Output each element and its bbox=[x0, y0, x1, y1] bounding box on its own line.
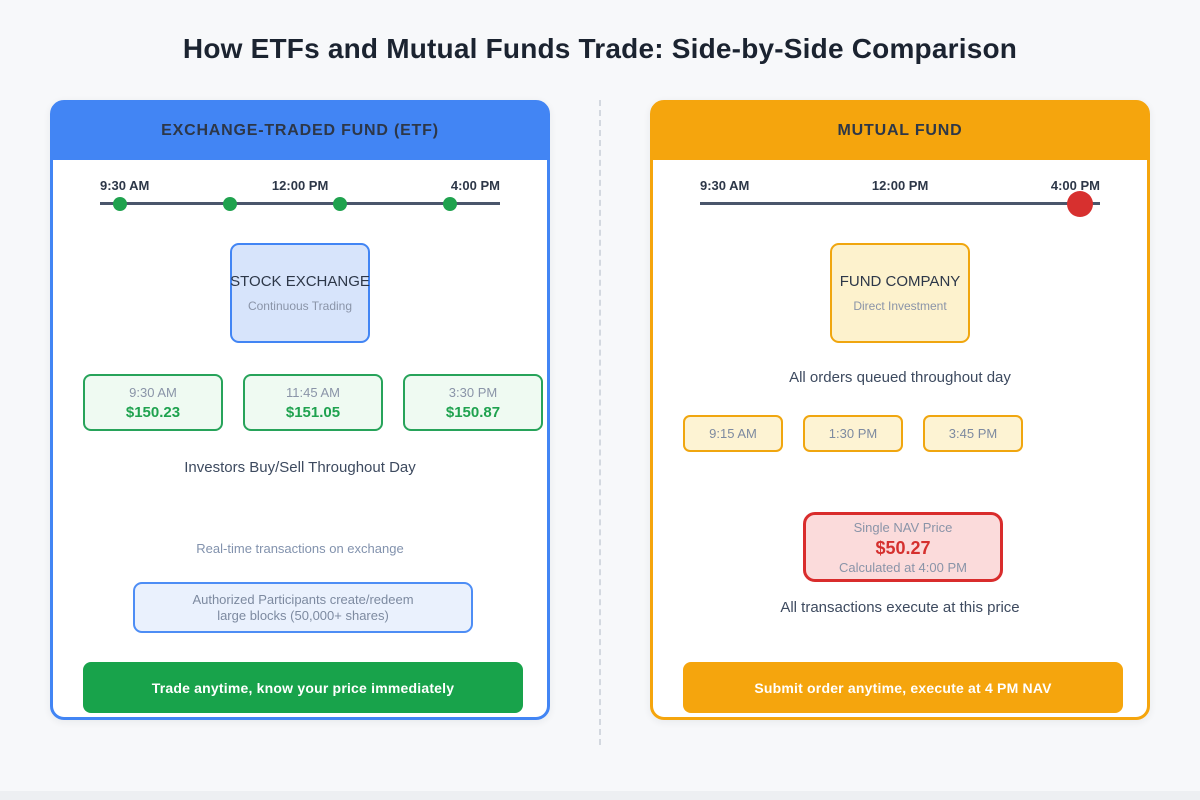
queued-order-box: 3:45 PM bbox=[923, 415, 1023, 452]
timeline-label: 9:30 AM bbox=[100, 178, 150, 193]
etf-price-row: 9:30 AM $150.23 11:45 AM $151.05 3:30 PM… bbox=[83, 374, 543, 431]
footer-strip bbox=[0, 791, 1200, 800]
price-box: 9:30 AM $150.23 bbox=[83, 374, 223, 431]
etf-panel: EXCHANGE-TRADED FUND (ETF) 9:30 AM 12:00… bbox=[50, 100, 550, 720]
price-box: 11:45 AM $151.05 bbox=[243, 374, 383, 431]
price-time: 11:45 AM bbox=[286, 384, 340, 400]
panel-divider bbox=[599, 100, 601, 745]
mf-timeline-labels: 9:30 AM 12:00 PM 4:00 PM bbox=[700, 178, 1100, 193]
authorized-participants-box: Authorized Participants create/redeem la… bbox=[133, 582, 473, 633]
etf-timeline-labels: 9:30 AM 12:00 PM 4:00 PM bbox=[100, 178, 500, 193]
price-value: $151.05 bbox=[285, 403, 341, 421]
price-box: 3:30 PM $150.87 bbox=[403, 374, 543, 431]
etf-panel-header: EXCHANGE-TRADED FUND (ETF) bbox=[52, 102, 548, 160]
price-value: $150.87 bbox=[445, 403, 501, 421]
etf-trade-dot bbox=[333, 196, 347, 211]
page-title: How ETFs and Mutual Funds Trade: Side-by… bbox=[182, 33, 1018, 64]
nav-pricing-dot bbox=[1067, 190, 1093, 217]
etf-trade-dot bbox=[113, 196, 127, 211]
nav-price-sub: Calculated at 4:00 PM bbox=[839, 559, 967, 575]
nav-price-label: Single NAV Price bbox=[853, 519, 953, 535]
price-time: 3:30 PM bbox=[448, 384, 498, 400]
nav-price-value: $50.27 bbox=[875, 537, 931, 558]
mf-timeline: 9:30 AM 12:00 PM 4:00 PM bbox=[700, 178, 1100, 217]
mf-timeline-line bbox=[700, 190, 1100, 217]
queued-order-box: 9:15 AM bbox=[683, 415, 783, 452]
ap-box-line1: Authorized Participants create/redeem bbox=[192, 591, 414, 607]
mutual-fund-panel: MUTUAL FUND 9:30 AM 12:00 PM 4:00 PM FUN… bbox=[650, 100, 1150, 720]
timeline-label: 4:00 PM bbox=[1050, 178, 1100, 193]
timeline-label: 12:00 PM bbox=[871, 178, 929, 193]
etf-trade-dot bbox=[223, 196, 237, 211]
single-nav-price-box: Single NAV Price $50.27 Calculated at 4:… bbox=[803, 512, 1003, 582]
queued-order-box: 1:30 PM bbox=[803, 415, 903, 452]
mf-caption: All orders queued throughout day bbox=[789, 369, 1011, 386]
etf-trade-button[interactable]: Trade anytime, know your price immediate… bbox=[83, 662, 523, 713]
fund-company-subtitle: Direct Investment bbox=[853, 299, 947, 313]
timeline-label: 9:30 AM bbox=[700, 178, 750, 193]
fund-company-box: FUND COMPANY Direct Investment bbox=[830, 243, 970, 343]
etf-timeline: 9:30 AM 12:00 PM 4:00 PM bbox=[100, 178, 500, 211]
timeline-label: 4:00 PM bbox=[450, 178, 500, 193]
etf-timeline-line bbox=[100, 196, 500, 211]
mf-note: All transactions execute at this price bbox=[780, 599, 1020, 616]
price-time: 9:30 AM bbox=[129, 384, 177, 400]
stock-exchange-subtitle: Continuous Trading bbox=[247, 299, 353, 313]
etf-caption: Investors Buy/Sell Throughout Day bbox=[184, 459, 416, 476]
price-value: $150.23 bbox=[125, 403, 181, 421]
ap-box-line2: large blocks (50,000+ shares) bbox=[217, 607, 389, 623]
mf-submit-button[interactable]: Submit order anytime, execute at 4 PM NA… bbox=[683, 662, 1123, 713]
mutual-fund-panel-header: MUTUAL FUND bbox=[652, 102, 1148, 160]
timeline-label: 12:00 PM bbox=[271, 178, 329, 193]
etf-note: Real-time transactions on exchange bbox=[196, 541, 404, 556]
mf-queued-orders-row: 9:15 AM 1:30 PM 3:45 PM bbox=[683, 415, 1023, 452]
etf-trade-dot bbox=[443, 196, 457, 211]
stock-exchange-box: STOCK EXCHANGE Continuous Trading bbox=[230, 243, 370, 343]
stock-exchange-title: STOCK EXCHANGE bbox=[230, 273, 370, 290]
fund-company-title: FUND COMPANY bbox=[839, 273, 961, 290]
